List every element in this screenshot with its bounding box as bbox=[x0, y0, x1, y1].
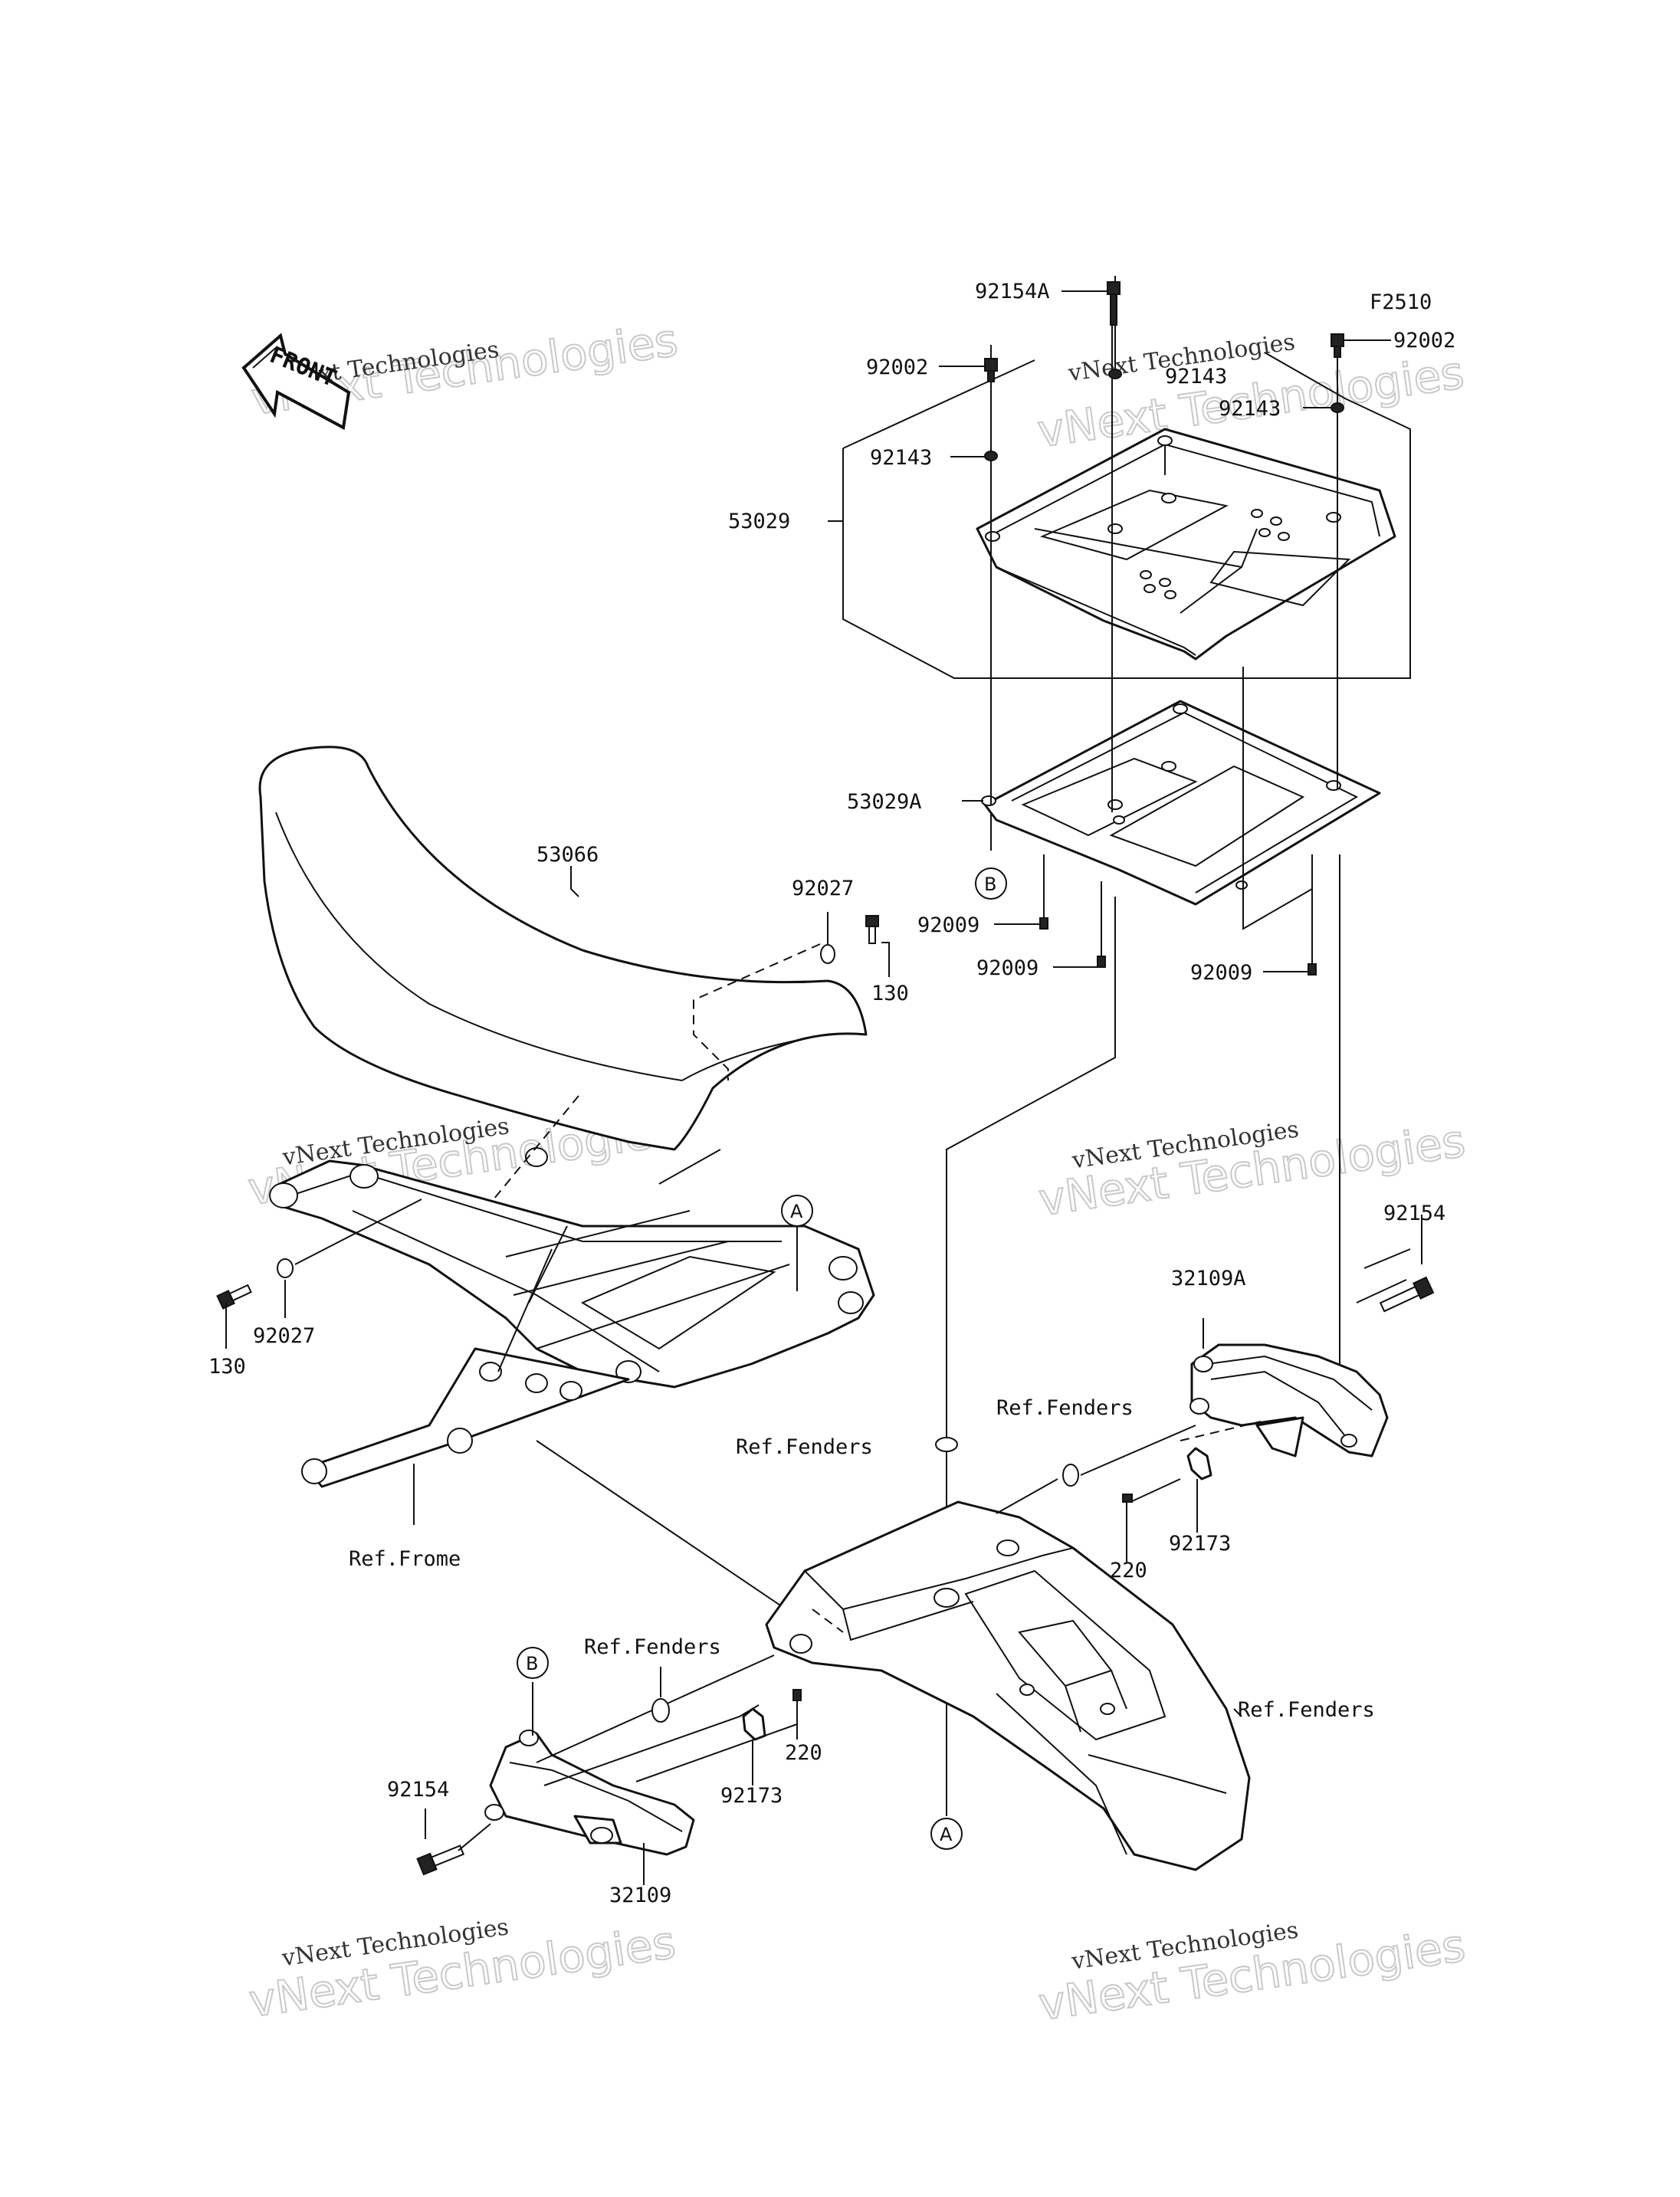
label-220-left: 220 bbox=[785, 1741, 822, 1765]
label-92027-bottom: 92027 bbox=[253, 1324, 315, 1348]
figure-code: F2510 bbox=[1370, 290, 1432, 314]
label-ref-fenders-4: Ref.Fenders bbox=[1238, 1698, 1375, 1722]
label-ref-fenders-1: Ref.Fenders bbox=[736, 1435, 873, 1459]
label-92154-left: 92154 bbox=[387, 1778, 449, 1802]
bolt-92154-right-icon bbox=[1379, 1276, 1435, 1313]
label-92009-right: 92009 bbox=[1190, 961, 1252, 985]
bolt-92154-left-icon bbox=[416, 1844, 464, 1876]
grab-bar-32109 bbox=[484, 1730, 695, 1856]
ref-letter: A bbox=[940, 1824, 953, 1845]
label-92143-left: 92143 bbox=[870, 446, 932, 470]
washer-92143-right-icon bbox=[1331, 402, 1344, 413]
screw-92009-left-icon bbox=[1039, 917, 1048, 930]
seat-53066 bbox=[258, 746, 868, 1167]
label-92173-right: 92173 bbox=[1169, 1532, 1231, 1556]
label-32109A: 32109A bbox=[1171, 1267, 1246, 1290]
washer-92143-mid-icon bbox=[1108, 369, 1122, 379]
ref-circle-a-top: A bbox=[781, 1195, 813, 1227]
ref-circle-b-top: B bbox=[975, 867, 1007, 900]
screw-92009-right-icon bbox=[1308, 963, 1317, 976]
label-53066: 53066 bbox=[536, 843, 599, 867]
ref-letter: A bbox=[790, 1201, 803, 1222]
label-53029: 53029 bbox=[728, 510, 790, 533]
bolt-92154A-icon bbox=[1107, 281, 1121, 326]
label-92009-mid: 92009 bbox=[976, 956, 1039, 980]
washer-92143-left-icon bbox=[984, 451, 998, 461]
label-53029A: 53029A bbox=[847, 790, 922, 814]
carrier-plate-53029 bbox=[976, 428, 1396, 661]
ref-circle-a-bottom: A bbox=[930, 1818, 963, 1850]
label-92009-left: 92009 bbox=[917, 913, 979, 937]
clip-92173-left-icon bbox=[742, 1707, 766, 1741]
screw-92009-mid-icon bbox=[1097, 956, 1106, 968]
bolt-130-bottom-icon bbox=[216, 1284, 252, 1310]
clip-92173-right-icon bbox=[1186, 1447, 1212, 1481]
label-130-bottom: 130 bbox=[208, 1355, 246, 1379]
label-92143-right: 92143 bbox=[1219, 397, 1281, 421]
washer-ref-fenders-icon bbox=[935, 1437, 958, 1452]
washer-ref-fenders-right-icon bbox=[1062, 1464, 1079, 1487]
label-220-right: 220 bbox=[1110, 1559, 1147, 1582]
ref-circle-b-bottom: B bbox=[517, 1647, 549, 1679]
label-92027-top: 92027 bbox=[792, 877, 854, 900]
bolt-92002-left-icon bbox=[984, 358, 998, 382]
washer-ref-fenders-left-icon bbox=[651, 1698, 670, 1723]
label-92002-left: 92002 bbox=[866, 356, 928, 379]
label-92002-right: 92002 bbox=[1393, 329, 1455, 353]
screw-220-right-icon bbox=[1122, 1494, 1133, 1503]
bolt-92002-right-icon bbox=[1331, 333, 1344, 358]
ref-letter: B bbox=[526, 1653, 538, 1674]
label-92154A: 92154A bbox=[975, 280, 1050, 303]
watermark-bottom-left: vNext Technologies vNext Technologies bbox=[245, 1913, 679, 2028]
label-ref-fenders-2: Ref.Fenders bbox=[996, 1396, 1134, 1420]
screw-220-left-icon bbox=[792, 1689, 802, 1701]
label-32109: 32109 bbox=[609, 1884, 671, 1907]
label-92143-mid: 92143 bbox=[1165, 365, 1227, 389]
front-arrow-icon: FRONT bbox=[241, 333, 351, 431]
watermark-bottom-right: vNext Technologies vNext Technologies bbox=[1035, 1917, 1468, 2031]
label-92173-left: 92173 bbox=[720, 1784, 783, 1808]
seat-frame bbox=[269, 1159, 875, 1488]
label-92154-right: 92154 bbox=[1383, 1202, 1445, 1225]
plate-53029A bbox=[981, 700, 1381, 906]
bolt-130-top-icon bbox=[865, 915, 879, 944]
label-ref-fenders-3: Ref.Fenders bbox=[584, 1635, 721, 1659]
grab-bar-32109A bbox=[1189, 1343, 1389, 1458]
washer-92027-bottom-icon bbox=[277, 1258, 294, 1278]
label-ref-frame: Ref.Frome bbox=[349, 1547, 461, 1571]
rear-fender bbox=[765, 1500, 1251, 1871]
label-130-top: 130 bbox=[871, 982, 909, 1005]
ref-letter: B bbox=[984, 874, 996, 895]
washer-92027-top-icon bbox=[820, 944, 835, 964]
